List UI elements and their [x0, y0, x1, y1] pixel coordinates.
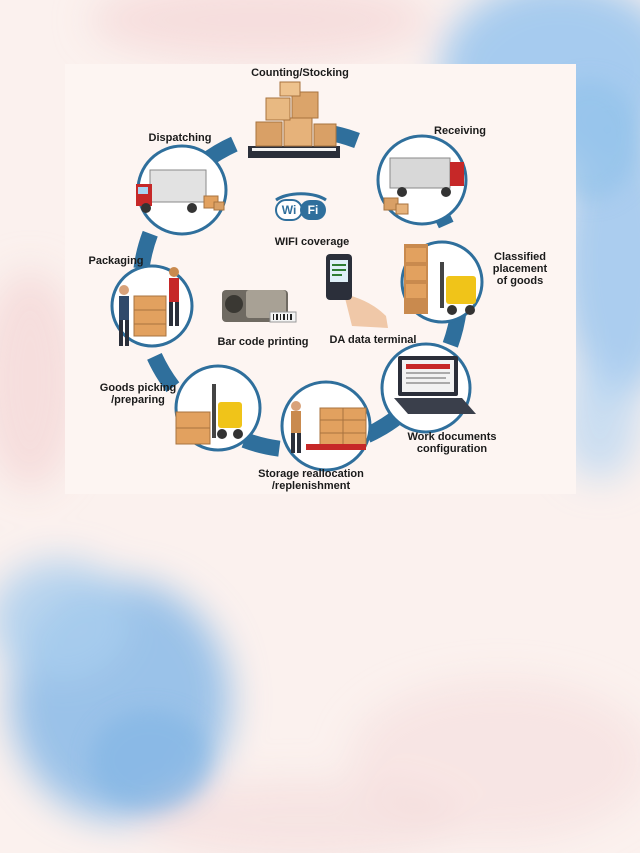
handheld-terminal-icon — [326, 254, 388, 328]
forklift-boxes-icon — [175, 384, 243, 445]
stage-label-work-documents: Work documents configuration — [407, 431, 497, 455]
work-documents-node — [380, 342, 476, 434]
wifi-coverage-label: WIFI coverage — [274, 236, 350, 248]
packaging-node — [110, 264, 194, 348]
stage-label-goods-picking: Goods picking /preparing — [99, 382, 177, 406]
stage-label-dispatching: Dispatching — [148, 132, 212, 144]
stage-label-packaging: Packaging — [88, 255, 144, 267]
receiving-node — [376, 134, 468, 226]
classified-placement-node — [400, 240, 484, 324]
red-truck-icon — [136, 169, 225, 213]
stage-label-storage-reallocation: Storage reallocation /replenishment — [258, 468, 364, 492]
truck-unloading-icon — [383, 157, 464, 215]
stage-label-classified-placement: Classified placement of goods — [492, 251, 548, 287]
pallet-jack-worker-icon — [291, 401, 367, 453]
stage-label-counting-stocking: Counting/Stocking — [251, 67, 349, 79]
wifi-icon — [275, 192, 327, 221]
goods-picking-node — [174, 364, 262, 452]
barcode-printer-icon — [222, 290, 297, 323]
stage-label-receiving: Receiving — [434, 125, 486, 137]
laptop-icon — [394, 356, 476, 414]
boxes-on-pallet-icon — [248, 81, 340, 158]
storage-reallocation-node — [280, 380, 372, 472]
wifi-right-text: Fi — [307, 203, 319, 217]
barcode-printing-label: Bar code printing — [217, 336, 309, 348]
forklift-shelf-icon — [404, 244, 476, 315]
workers-packing-icon — [119, 267, 179, 346]
da-data-terminal-label: DA data terminal — [329, 334, 417, 346]
wifi-left-text: Wi — [281, 203, 297, 217]
dispatching-node — [136, 144, 228, 236]
